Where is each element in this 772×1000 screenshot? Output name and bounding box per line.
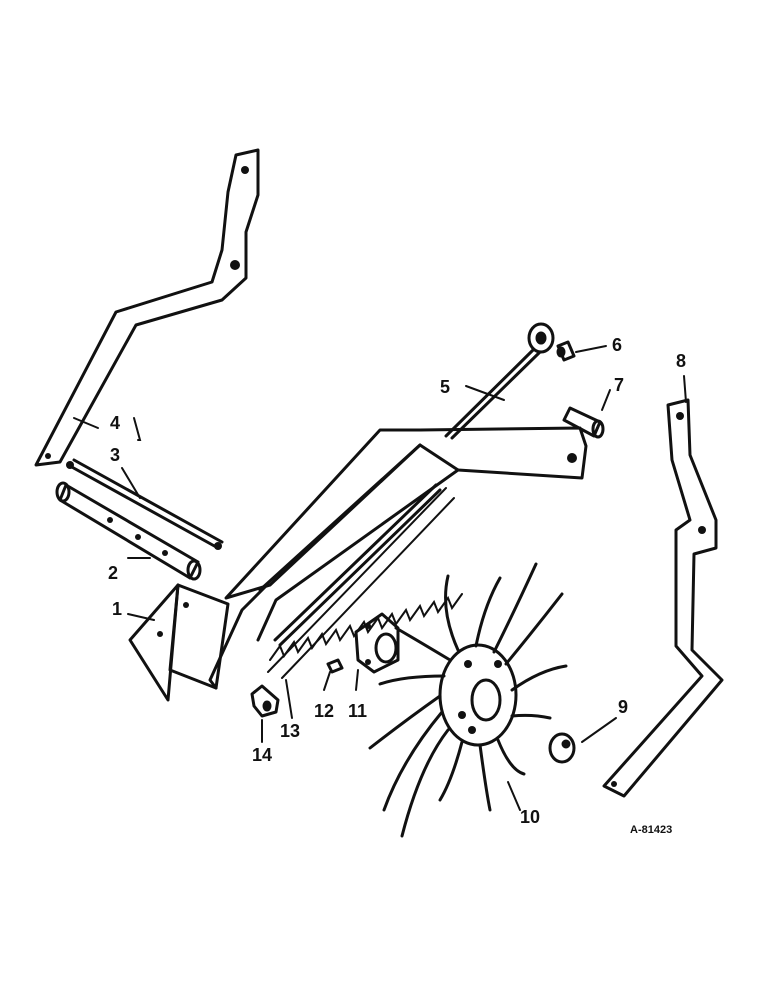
callout-5: 5	[440, 377, 451, 397]
part-5-eye-bolt	[444, 322, 555, 440]
part-1-frame-arm	[128, 426, 588, 702]
part-10-tine-wheel	[368, 562, 568, 838]
part-12-nut	[326, 658, 344, 674]
part-4-hanger-bracket-left	[34, 148, 260, 467]
part-7-spacer	[562, 406, 605, 439]
callout-6: 6	[612, 335, 623, 355]
callout-12: 12	[314, 701, 335, 721]
part-9-washer	[548, 732, 576, 764]
part-11-bearing-flange	[354, 612, 400, 674]
part-14-bushing	[250, 684, 280, 718]
callout-9: 9	[618, 697, 629, 717]
spring-rod	[273, 483, 442, 647]
callout-11: 11	[348, 701, 368, 721]
callout-7: 7	[614, 375, 625, 395]
part-6-bushing-small	[556, 340, 576, 362]
leader-lines	[73, 345, 687, 811]
callout-2: 2	[108, 563, 119, 583]
callout-8: 8	[676, 351, 687, 371]
callout-4: 4	[110, 413, 121, 433]
callout-10: 10	[520, 807, 541, 827]
callout-13: 13	[280, 721, 301, 741]
part-3-rod	[66, 458, 224, 550]
document-id: A-81423	[630, 824, 673, 836]
callout-14: 14	[252, 745, 273, 765]
callout-1: 1	[112, 599, 123, 619]
callout-3: 3	[110, 445, 121, 465]
part-8-hanger-bracket-right	[602, 398, 724, 798]
part-2-tube	[55, 481, 202, 581]
